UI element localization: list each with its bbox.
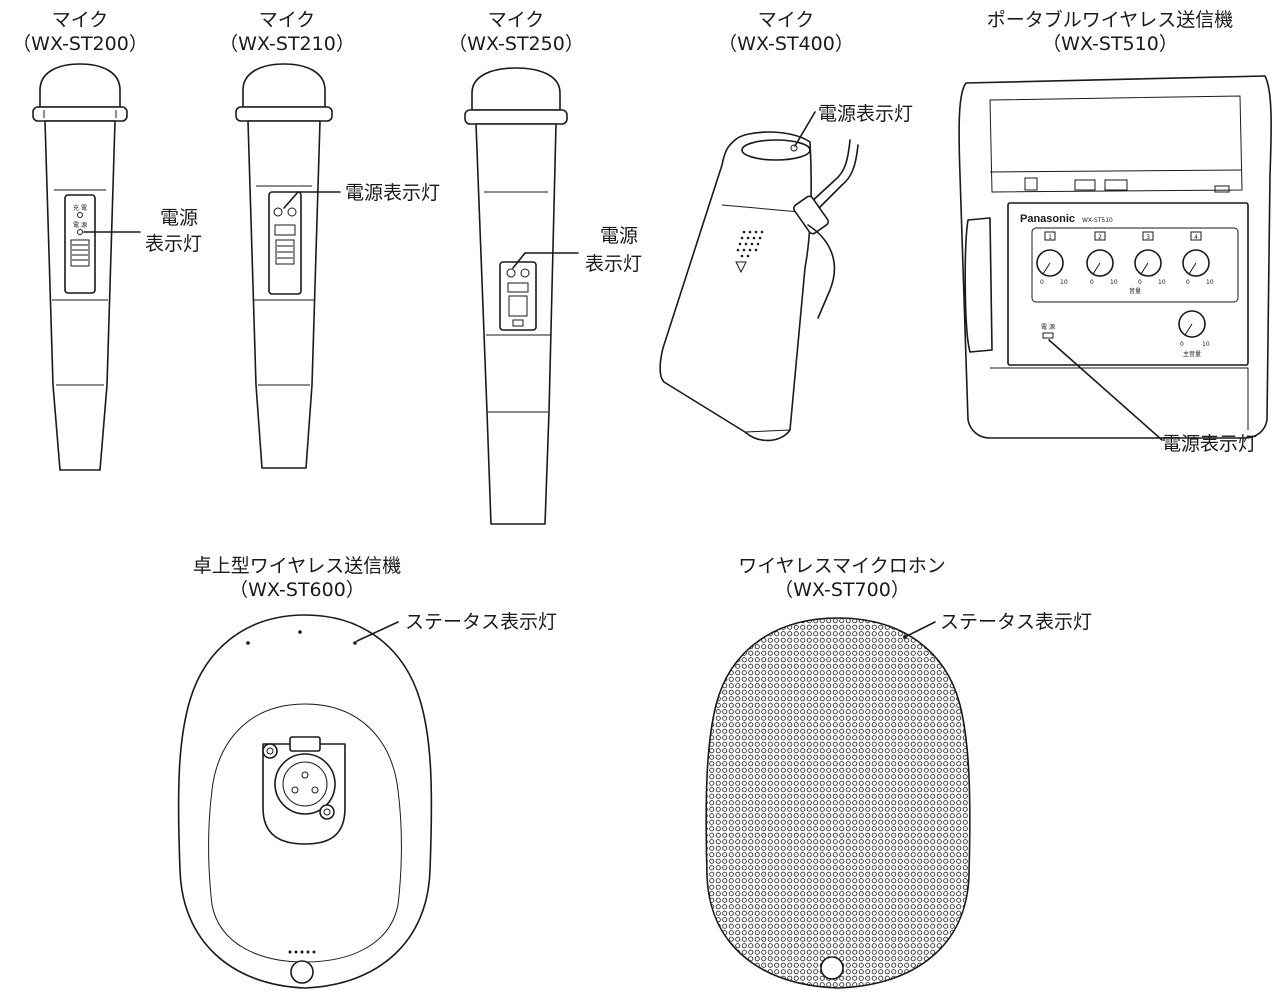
wireless-microphone-wx-st700-illustration: ステータス表示灯: [705, 611, 1092, 989]
svg-text:0: 0: [1090, 279, 1094, 286]
speaker-holes: [736, 230, 764, 258]
device-name: マイク: [52, 9, 109, 31]
volume-label: 音量: [1129, 287, 1141, 295]
title-wx-st600: 卓上型ワイヤレス送信機 （WX-ST600）: [193, 555, 401, 601]
power-indicator-label: 電源表示灯: [1162, 433, 1257, 455]
device-model: （WX-ST250）: [448, 33, 584, 55]
title-wx-st700: ワイヤレスマイクロホン （WX-ST700）: [738, 555, 945, 601]
svg-text:10: 10: [1206, 279, 1214, 286]
device-name: マイク: [488, 9, 545, 31]
device-name: ポータブルワイヤレス送信機: [987, 8, 1233, 31]
power-indicator-label: 電源: [160, 207, 198, 229]
status-indicator-led: [903, 635, 907, 639]
device-model: （WX-ST600）: [229, 579, 365, 601]
svg-text:2: 2: [1098, 234, 1102, 241]
device-model: （WX-ST210）: [219, 33, 355, 55]
master-volume-knob: 0 10 主音量: [1178, 310, 1210, 358]
title-wx-st250: マイク （WX-ST250）: [448, 9, 584, 55]
power-label: 電 源: [1041, 323, 1055, 331]
svg-text:3: 3: [1146, 234, 1150, 241]
power-indicator-label: 電源: [600, 225, 638, 247]
svg-text:10: 10: [1202, 341, 1210, 348]
power-indicator-label-2: 表示灯: [585, 253, 642, 275]
mic-wx-st250-illustration: 電源 表示灯: [464, 67, 642, 525]
device-model: （WX-ST700）: [774, 579, 910, 601]
status-indicator-led: [353, 641, 357, 645]
power-indicator-led: [506, 268, 516, 278]
device-name: 卓上型ワイヤレス送信機: [193, 555, 401, 577]
svg-text:0: 0: [1138, 279, 1142, 286]
volume-knob-3: 3 0 10: [1134, 231, 1166, 286]
power-indicator-label-2: 表示灯: [145, 233, 202, 255]
device-model: （WX-ST510）: [1042, 33, 1178, 55]
mic-wx-st400-illustration: 電源表示灯: [659, 103, 913, 442]
title-wx-st510: ポータブルワイヤレス送信機 （WX-ST510）: [987, 8, 1233, 55]
power-label: 電 源: [73, 221, 87, 229]
volume-knob-4: 4 0 10: [1182, 231, 1214, 286]
brand-label: Panasonic: [1020, 213, 1075, 225]
device-model: （WX-ST400）: [718, 33, 854, 55]
master-volume-label: 主音量: [1183, 350, 1201, 358]
device-model: （WX-ST200）: [12, 33, 148, 55]
title-wx-st400: マイク （WX-ST400）: [718, 9, 854, 55]
svg-text:10: 10: [1110, 279, 1118, 286]
mic-wx-st210-illustration: 電源表示灯: [235, 63, 440, 469]
status-indicator-label: ステータス表示灯: [940, 611, 1092, 633]
svg-text:0: 0: [1186, 279, 1190, 286]
power-indicator-label: 電源表示灯: [345, 182, 440, 204]
model-label: WX-ST510: [1082, 217, 1113, 224]
power-indicator-led: [77, 229, 83, 235]
volume-knob-2: 2 0 10: [1086, 231, 1118, 286]
desktop-transmitter-wx-st600-illustration: ステータス表示灯: [177, 611, 557, 989]
svg-text:4: 4: [1194, 234, 1198, 241]
status-indicator-label: ステータス表示灯: [405, 611, 557, 633]
mic-wx-st200-illustration: 充 電 電 源 電源 表示灯: [32, 63, 202, 471]
svg-text:0: 0: [1180, 341, 1184, 348]
portable-transmitter-wx-st510-illustration: Panasonic WX-ST510 1 0 10 2 0 10 3 0 10: [958, 75, 1272, 455]
power-indicator-label: 電源表示灯: [818, 103, 913, 125]
svg-text:10: 10: [1158, 279, 1166, 286]
volume-knob-1: 1 0 10: [1036, 231, 1068, 286]
charge-label: 充 電: [73, 204, 87, 212]
svg-text:0: 0: [1040, 279, 1044, 286]
grille-pattern: [706, 618, 970, 988]
power-indicator-led: [273, 207, 283, 217]
device-name: ワイヤレスマイクロホン: [738, 555, 945, 577]
device-name: マイク: [758, 9, 815, 31]
svg-text:10: 10: [1060, 279, 1068, 286]
device-name: マイク: [259, 9, 316, 31]
power-indicator-led: [790, 144, 798, 152]
title-wx-st200: マイク （WX-ST200）: [12, 9, 148, 55]
svg-text:1: 1: [1048, 234, 1052, 241]
power-indicator-led: [1042, 332, 1054, 339]
title-wx-st210: マイク （WX-ST210）: [219, 9, 355, 55]
